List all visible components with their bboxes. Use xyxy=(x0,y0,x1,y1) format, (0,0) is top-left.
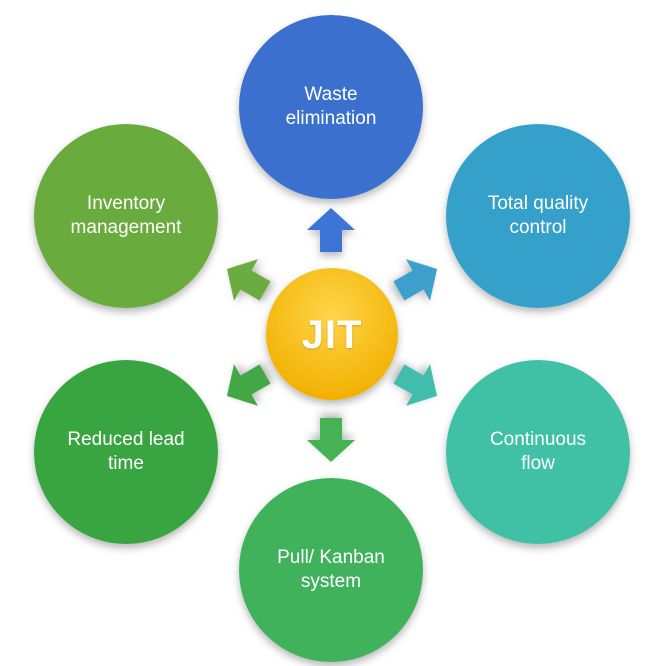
arrow-inventory xyxy=(226,259,271,301)
total-quality-control-circle xyxy=(446,124,630,308)
center-circle xyxy=(266,268,398,400)
arrow-kanban xyxy=(307,418,355,462)
arrow-leadtime xyxy=(226,364,271,406)
arrow-waste xyxy=(307,208,355,252)
circles-layer xyxy=(34,15,630,662)
reduced-lead-time-circle xyxy=(34,360,218,544)
waste-elimination-circle xyxy=(239,15,423,199)
inventory-management-circle xyxy=(34,124,218,308)
pull-kanban-system-circle xyxy=(239,478,423,662)
arrows-layer xyxy=(226,208,438,462)
arrow-quality xyxy=(393,259,438,301)
center-label: JIT xyxy=(301,312,363,357)
continuous-flow-circle xyxy=(446,360,630,544)
arrow-flow xyxy=(393,364,438,406)
